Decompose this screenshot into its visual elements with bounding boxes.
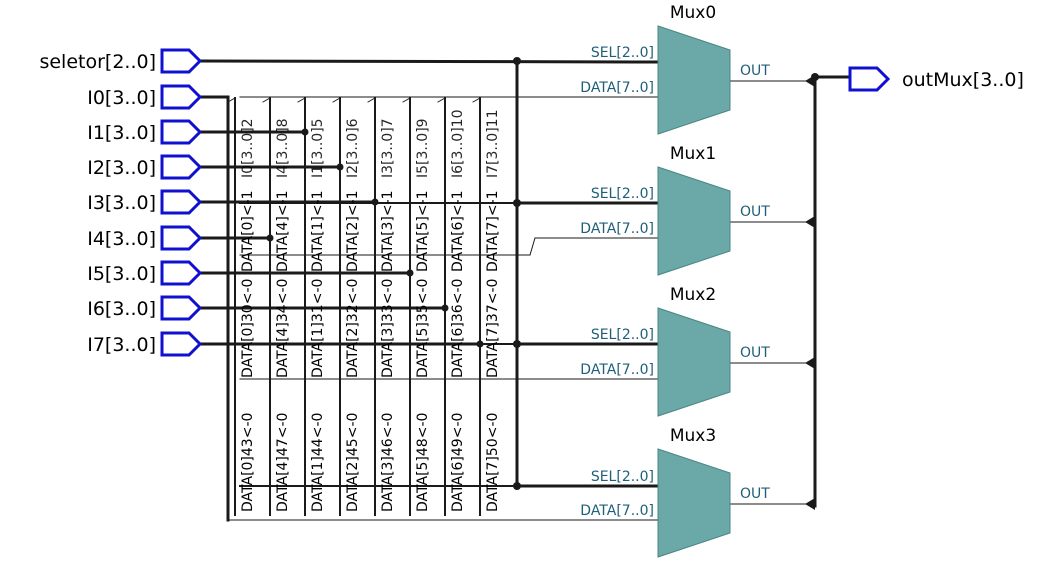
bus-label-mid: DATA[2]32<-0 [345,279,361,378]
mux-data-label: DATA[7..0] [580,362,654,378]
input-pin-icon [160,225,203,251]
input-pin-label: I7[3..0] [87,334,156,356]
mux-body [657,166,731,276]
bus-label-mid: DATA[5]35<-0 [415,279,431,378]
bus-label-top: DATA[4]<-1 [275,190,291,272]
bus-label-mid: DATA[4]34<-0 [275,279,291,378]
input-pin-icon [160,331,203,357]
bus-label-mid: DATA[1]31<-0 [310,279,326,378]
input-pin-icon [160,154,203,180]
input-pin-icon [160,119,203,145]
mux-body [657,448,731,558]
mux-title: Mux2 [670,285,716,305]
bus-label-top-overlap: I4[3..0]8 [275,118,291,178]
bus-label-top-overlap: I2[3..0]6 [345,118,361,178]
bus-label-top-overlap: I3[3..0]7 [380,118,396,178]
out-arrow-icon [805,498,815,510]
out-arrow-icon [805,216,815,228]
bus-label-top-overlap: I5[3..0]9 [415,118,431,178]
bus-label-top: DATA[7]<-1 [485,190,501,272]
bus-column-tap [437,97,446,103]
bus-label-top-overlap: I0[3..0]2 [240,118,256,178]
input-pin-label: I1[3..0] [87,122,156,144]
bus-label-top: DATA[3]<-1 [380,190,396,272]
mux-data-label: DATA[7..0] [580,503,654,519]
bus-label-bottom: DATA[4]47<-0 [275,413,291,512]
selector-wire [200,59,660,64]
bus-label-bottom: DATA[7]50<-0 [485,413,501,512]
mux-out-label: OUT [740,63,770,79]
bus-label-bottom: DATA[2]45<-0 [345,413,361,512]
mux-data-label: DATA[7..0] [580,221,654,237]
bus-label-bottom: DATA[3]46<-0 [380,413,396,512]
input-pin-icon [160,295,203,321]
bus-label-bottom: DATA[0]43<-0 [240,413,256,512]
output-pin-icon [848,66,891,92]
mux-sel-label: SEL[2..0] [591,469,654,485]
junction-dot [406,269,414,277]
bus-label-mid: DATA[7]37<-0 [485,279,501,378]
junction-dot [301,128,309,136]
input-pin-label: seletor[2..0] [39,51,156,73]
input-pin-label: I4[3..0] [87,228,156,250]
bus-column-tap [472,97,481,103]
junction-dot [811,73,819,81]
junction-dot [336,163,344,171]
mux-body [657,307,731,417]
bus-label-mid: DATA[6]36<-0 [450,279,466,378]
input-pin-label: I2[3..0] [87,157,156,179]
mux-body [657,25,731,135]
bus-label-mid: DATA[3]33<-0 [380,279,396,378]
mux-out-label: OUT [740,204,770,220]
bus-label-top: DATA[5]<-1 [415,190,431,272]
bus-label-bottom: DATA[1]44<-0 [310,413,326,512]
mux-out-label: OUT [740,345,770,361]
mux-sel-label: SEL[2..0] [591,45,654,61]
mux-title: Mux0 [670,3,716,23]
junction-dot [266,234,274,242]
output-pin-label: outMux[3..0] [902,69,1024,91]
mux-title: Mux3 [670,426,716,446]
out-arrow-icon [805,357,815,369]
bus-column-tap [367,97,376,103]
wire-layer: DATA[0]<-1 I0[3..0]2DATA[0]30<-0DATA[0]43… [200,57,852,522]
bus-label-top: DATA[6]<-1 [450,190,466,272]
bus-label-top: DATA[2]<-1 [345,190,361,272]
junction-dot [441,304,449,312]
pin-layer: seletor[2..0] I0[3..0] I1[3..0] I2[3..0] I3[… [39,48,1024,357]
mux-data-label: DATA[7..0] [580,80,654,96]
bus-column-tap [332,97,341,103]
mux-out-label: OUT [740,486,770,502]
bus-label-top: DATA[0]<-1 [240,190,256,272]
input-pin-label: I3[3..0] [87,192,156,214]
bus-label-top: DATA[1]<-1 [310,190,326,272]
input-pin-icon [160,260,203,286]
mux-title: Mux1 [670,144,716,164]
bus-column-tap [297,97,306,103]
input-pin-icon [160,189,203,215]
data-bus-wire [529,237,536,256]
bus-label-mid: DATA[0]30<-0 [240,279,256,378]
bus-label-bottom: DATA[5]48<-0 [415,413,431,512]
bus-label-top-overlap: I1[3..0]5 [310,118,326,178]
mux-sel-label: SEL[2..0] [591,186,654,202]
input-pin-icon [160,48,203,74]
bus-label-top-overlap: I6[3..0]10 [450,110,466,179]
input-pin-label: I0[3..0] [87,87,156,109]
mux-sel-label: SEL[2..0] [591,327,654,343]
bus-column-tap [402,97,411,103]
bus-label-bottom: DATA[6]49<-0 [450,413,466,512]
junction-dot [513,57,521,65]
input-pin-icon [160,84,203,110]
mux-layer: Mux0SEL[2..0]DATA[7..0]OUTMux1SEL[2..0]D… [580,3,770,558]
input-pin-label: I6[3..0] [87,298,156,320]
bus-label-top-overlap: I7[3..0]11 [485,110,501,179]
input-pin-label: I5[3..0] [87,263,156,285]
bus-column-tap [262,97,271,103]
